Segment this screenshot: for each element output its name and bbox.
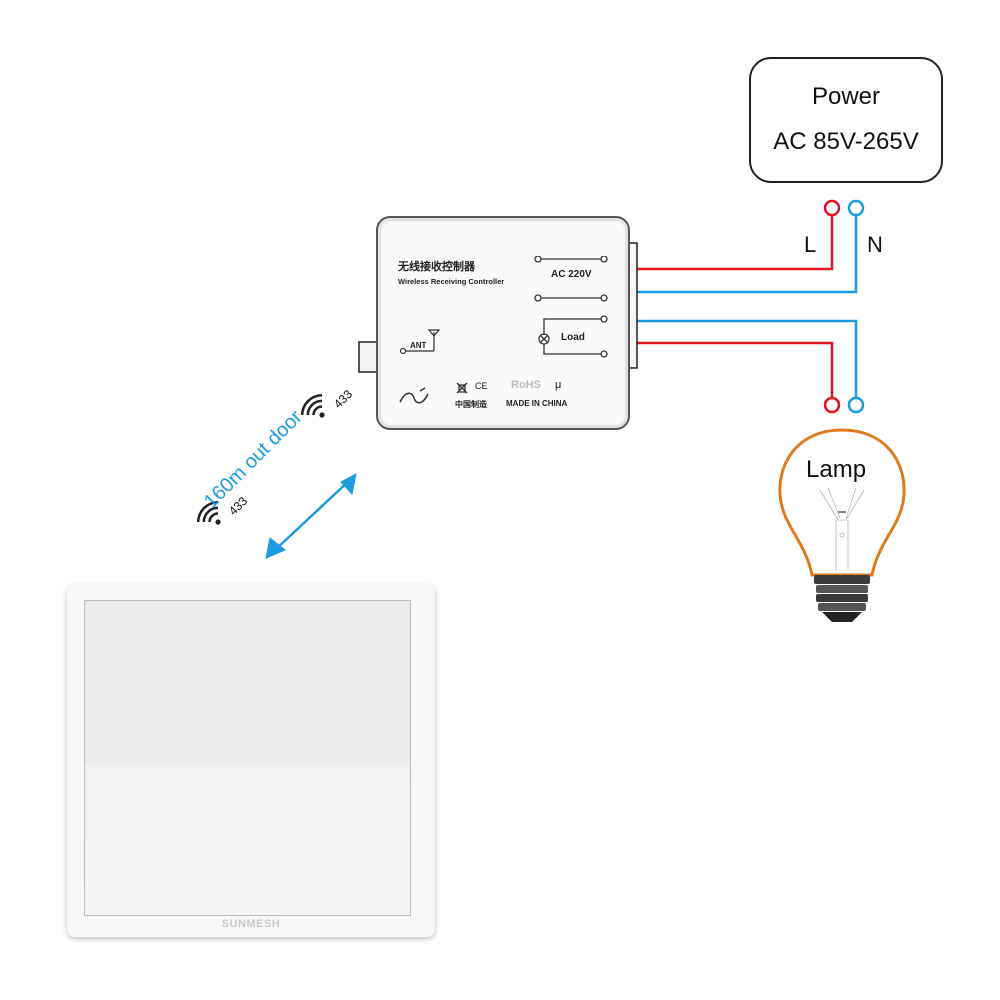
made-in-china-cn: 中国制造	[455, 400, 487, 409]
made-in-china-en: MADE IN CHINA	[506, 399, 568, 408]
lamp-bulb-icon	[778, 428, 906, 622]
controller-title-cn: 无线接收控制器	[398, 261, 475, 273]
power-title: Power	[811, 83, 881, 110]
wave-symbol-icon	[398, 386, 430, 415]
rf-signal-icon-transmitter	[196, 500, 221, 525]
antenna-label: ANT	[410, 341, 427, 350]
antenna-icon	[399, 326, 441, 361]
lamp-label: Lamp	[806, 456, 867, 483]
power-source-box: Power AC 85V-265V	[749, 57, 943, 183]
neutral-wire-load	[637, 319, 858, 398]
wireless-receiving-controller: 无线接收控制器 Wireless Receiving Controller AC…	[376, 216, 630, 430]
wireless-wall-switch[interactable]: SUNMESH	[67, 585, 435, 937]
range-arrow	[265, 473, 357, 559]
power-voltage-range: AC 85V-265V	[773, 128, 919, 155]
ce-mark: CE	[475, 381, 488, 391]
neutral-label: N	[867, 232, 883, 257]
live-label: L	[804, 232, 817, 257]
rohs-mark: RoHS	[511, 379, 541, 391]
controller-terminal-diagram	[534, 256, 608, 358]
live-terminal-power	[823, 199, 841, 217]
rf-signal-icon-receiver	[300, 393, 325, 418]
live-wire-load	[637, 341, 834, 398]
neutral-terminal-power	[847, 199, 865, 217]
controller-title-en: Wireless Receiving Controller	[398, 277, 505, 286]
controller-input-label: AC 220V	[551, 269, 592, 280]
weee-bin-icon	[456, 381, 468, 399]
neutral-terminal-lamp	[847, 396, 865, 414]
switch-brand: SUNMESH	[221, 918, 281, 930]
mu-mark: μ	[555, 379, 562, 391]
switch-rocker-panel[interactable]	[84, 600, 411, 916]
live-terminal-lamp	[823, 396, 841, 414]
neutral-wire-input	[637, 215, 858, 294]
live-wire-input	[637, 215, 834, 271]
controller-load-label: Load	[561, 332, 585, 343]
